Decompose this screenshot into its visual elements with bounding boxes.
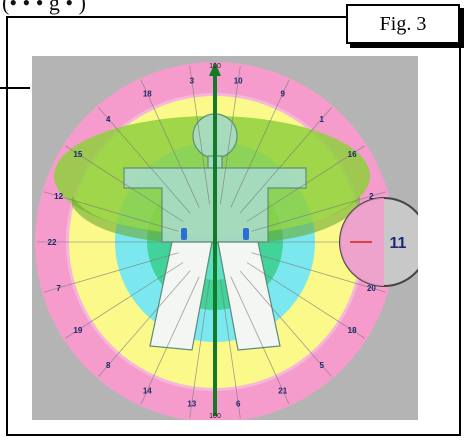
ring-label: 5 xyxy=(320,361,325,370)
body-zone-diagram: 100 100 10911621720185216131481972212154… xyxy=(32,56,418,420)
ring-label: 8 xyxy=(106,361,111,370)
radial-spoke xyxy=(246,145,365,222)
figure-legs xyxy=(149,241,281,351)
radial-spoke xyxy=(230,276,290,405)
ring-label: 15 xyxy=(73,150,82,159)
radial-spoke xyxy=(251,252,386,293)
ring-label: 6 xyxy=(236,399,241,408)
ring-label: 14 xyxy=(143,386,152,395)
radial-spoke xyxy=(98,270,191,377)
radial-spoke xyxy=(220,279,241,419)
ring-label: 19 xyxy=(73,326,82,335)
ring-label: 20 xyxy=(367,284,376,293)
ring-label: 18 xyxy=(143,90,152,99)
axis-arrow-top xyxy=(209,62,221,76)
figure-frame xyxy=(6,16,461,436)
ring-label: 22 xyxy=(48,238,57,247)
ring-label: 21 xyxy=(278,386,287,395)
radial-spoke xyxy=(140,79,200,208)
ring-label: 18 xyxy=(348,326,357,335)
zoom-callout: 11 xyxy=(339,197,418,287)
radial-spoke xyxy=(189,65,210,205)
joint-markers xyxy=(181,228,249,240)
figure-label: Fig. 3 xyxy=(346,4,460,44)
radial-spoke xyxy=(65,262,184,339)
radial-spoke xyxy=(246,262,365,339)
radial-spoke xyxy=(239,107,332,214)
ring-label: 4 xyxy=(106,115,111,124)
header-text: (• • • g • ) xyxy=(2,0,86,15)
radial-spoke xyxy=(239,270,332,377)
radial-spoke xyxy=(44,252,179,293)
radial-spoke xyxy=(251,191,386,232)
ring-label: 10 xyxy=(234,77,243,86)
zoom-value: 11 xyxy=(390,235,407,252)
radial-spoke xyxy=(140,276,200,405)
callout-line xyxy=(0,87,30,89)
radial-spoke xyxy=(98,107,191,214)
radial-spokes xyxy=(37,65,393,419)
ring-label: 13 xyxy=(187,399,196,408)
upper-zone-shadow xyxy=(72,196,360,244)
ring-label: 1 xyxy=(320,115,325,124)
ring-label: 7 xyxy=(56,284,61,293)
radial-spoke xyxy=(65,145,184,222)
scale-label-bottom: 100 xyxy=(209,413,221,420)
ring-label: 3 xyxy=(190,77,195,86)
ring-label: 16 xyxy=(348,150,357,159)
radial-spoke xyxy=(220,65,241,205)
radial-spoke xyxy=(230,79,290,208)
ring-label: 9 xyxy=(280,90,285,99)
ring-label: 2 xyxy=(369,192,374,201)
ring-label: 12 xyxy=(54,192,63,201)
radial-spoke xyxy=(189,279,210,419)
scale-label-top: 100 xyxy=(209,63,221,70)
radial-spoke xyxy=(44,191,179,232)
